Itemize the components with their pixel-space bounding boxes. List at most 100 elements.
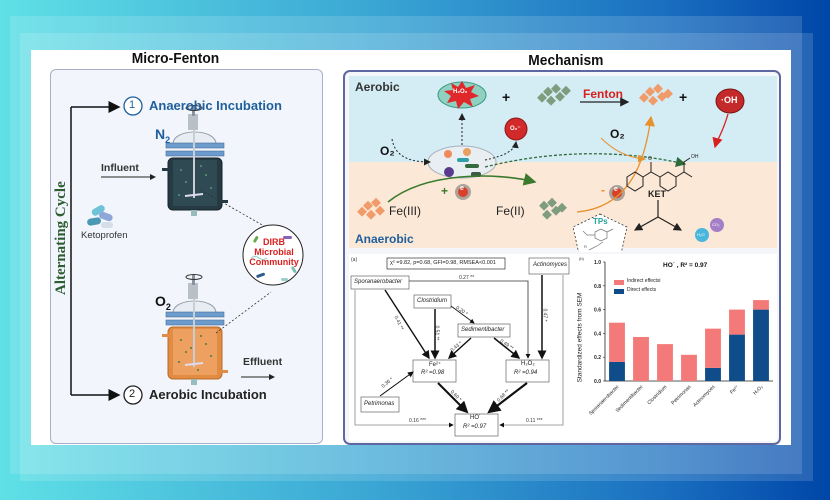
ket-label: KET bbox=[648, 189, 666, 199]
tps-label: TPs bbox=[593, 217, 608, 226]
bar-direct bbox=[729, 334, 745, 381]
electron-label-2: e bbox=[614, 186, 618, 193]
ketoprofen-molecule-icon bbox=[626, 157, 693, 192]
microbial-community-icon bbox=[242, 224, 304, 286]
node-sporanaerobacter bbox=[350, 275, 410, 290]
y-tick-label: 0.8 bbox=[594, 284, 601, 290]
electron-loss-icon bbox=[609, 185, 625, 201]
hydroxyl-label: ·OH bbox=[721, 95, 738, 105]
node-h2o2 bbox=[505, 359, 550, 383]
label-h2o2: H₂O₂ bbox=[521, 361, 535, 367]
bar-indirect bbox=[753, 300, 769, 310]
bar-indirect bbox=[729, 309, 745, 335]
step2-circle bbox=[123, 385, 143, 405]
label-fe2-r2: R² =0.98 bbox=[421, 370, 445, 376]
co2-label: CO₂ bbox=[712, 222, 720, 227]
y-tick-label: 0.6 bbox=[594, 308, 601, 314]
h2o-label: H₂O bbox=[697, 232, 705, 237]
sem-path-diagram bbox=[350, 257, 570, 437]
reduction-arrow bbox=[387, 173, 537, 203]
node-petrimonas bbox=[360, 396, 400, 413]
oxidation-arrow bbox=[576, 115, 655, 213]
node-ho bbox=[454, 413, 499, 437]
label-ho: HO˙ bbox=[470, 415, 481, 421]
label-actinomyces: Actinomyces bbox=[533, 262, 568, 268]
label-fe2: Fe²⁺ bbox=[429, 362, 442, 368]
superoxide-label: O₂⁻ bbox=[510, 126, 521, 132]
label-clostridium: Clostridium bbox=[417, 298, 448, 304]
step2-number: 2 bbox=[129, 388, 136, 400]
fe2-crystals-icon bbox=[539, 197, 567, 220]
superoxide-production-arrow bbox=[484, 141, 519, 161]
community-label: DIRB Microbial Community bbox=[249, 237, 299, 267]
fe3-crystals-icon bbox=[357, 197, 385, 220]
micro-fenton-diagram bbox=[70, 96, 304, 405]
tps-structure-icon bbox=[582, 228, 614, 251]
bar-direct bbox=[753, 309, 769, 381]
x-tick-label: Clostridium bbox=[646, 384, 668, 406]
label-petrimonas: Petrimonas bbox=[364, 401, 395, 407]
electron-label-1: e bbox=[460, 185, 464, 192]
h2o2-label: H₂O₂ bbox=[453, 89, 468, 95]
fe3-label: Fe(III) bbox=[389, 204, 421, 218]
sem-panel: (a) χ² =9.82, p=0.68, GFI=0.98, RMSEA<0.… bbox=[349, 254, 577, 441]
label-ho-r2: R² =0.97 bbox=[463, 424, 487, 430]
coef-acti-h2o2: 0.47 * bbox=[541, 308, 548, 322]
plus-sign-1: + bbox=[502, 89, 511, 105]
ket-oh-group: OH bbox=[691, 154, 699, 160]
right-panel-title: Mechanism bbox=[528, 52, 604, 69]
tps-r-group: R bbox=[584, 244, 587, 249]
path-acti-ho bbox=[499, 275, 564, 428]
oh-attack-arrow bbox=[712, 113, 729, 149]
y-tick-label: 0.2 bbox=[594, 355, 601, 361]
path-sedi-fe bbox=[447, 337, 472, 359]
fe2-crystals-top-icon bbox=[537, 83, 571, 106]
chart-panel-label: (b) bbox=[579, 256, 584, 261]
path-petr-fe bbox=[379, 371, 414, 397]
label-h2o2-r2: R² =0.94 bbox=[514, 370, 538, 376]
path-fe-ho bbox=[437, 382, 469, 414]
coef-acti-ho: 0.11 *** bbox=[526, 418, 543, 424]
ketoprofen-pills-icon bbox=[87, 205, 113, 228]
fenton-label: Fenton bbox=[583, 87, 623, 101]
hydroxyl-radical-icon bbox=[715, 88, 745, 114]
node-clostridium bbox=[413, 294, 452, 309]
bar-indirect bbox=[609, 322, 625, 362]
degradation-to-mineral-arrow bbox=[657, 216, 683, 231]
ket-transport-arrow bbox=[484, 153, 687, 168]
mechanism-diagram bbox=[357, 81, 745, 252]
electron-gain-icon bbox=[455, 184, 471, 200]
plus-electron: + bbox=[441, 184, 449, 198]
x-tick-label: Actinomyces bbox=[692, 384, 717, 409]
legend-indirect: Indirect effectsi bbox=[627, 278, 661, 284]
step2-label: Aerobic Incubation bbox=[149, 387, 267, 402]
node-sedimentibacter bbox=[457, 323, 511, 338]
chart-ylabel: Standardized effects from SEM bbox=[576, 292, 584, 383]
aerobic-reactor-icon bbox=[162, 274, 228, 385]
path-h2o2-ho bbox=[487, 382, 528, 414]
o2-label-left: O₂ bbox=[380, 144, 395, 158]
effluent-label: Effluent bbox=[243, 356, 283, 368]
fe3-crystals-top-icon bbox=[639, 83, 673, 106]
minus-electron: - bbox=[601, 183, 605, 197]
y-tick-label: 1.0 bbox=[594, 260, 601, 266]
bar-direct bbox=[609, 361, 625, 381]
superoxide-icon bbox=[504, 117, 528, 141]
coef-spor-h2o2: 0.27 ** bbox=[459, 275, 475, 281]
influent-label: Influent bbox=[101, 162, 139, 174]
legend-swatch-direct bbox=[614, 289, 624, 294]
legend-direct: Direct effects bbox=[627, 287, 657, 293]
o2-label-right: O₂ bbox=[610, 127, 625, 141]
o2-uptake-arrow bbox=[391, 138, 431, 166]
ketoprofen-label: Ketoprofen bbox=[81, 230, 128, 241]
x-tick-label: Fe²⁺ bbox=[729, 384, 741, 396]
o2-gas-label: O2 bbox=[155, 293, 171, 312]
bar-indirect bbox=[705, 328, 721, 368]
y-tick-label: 0.0 bbox=[594, 379, 601, 385]
anaerobic-label: Anaerobic bbox=[355, 232, 414, 246]
anaerobic-reactor-icon bbox=[162, 105, 228, 216]
bar-direct bbox=[705, 367, 721, 381]
bar-indirect bbox=[657, 344, 673, 381]
chart-title: HO˙ , R² = 0.97 bbox=[663, 262, 708, 269]
